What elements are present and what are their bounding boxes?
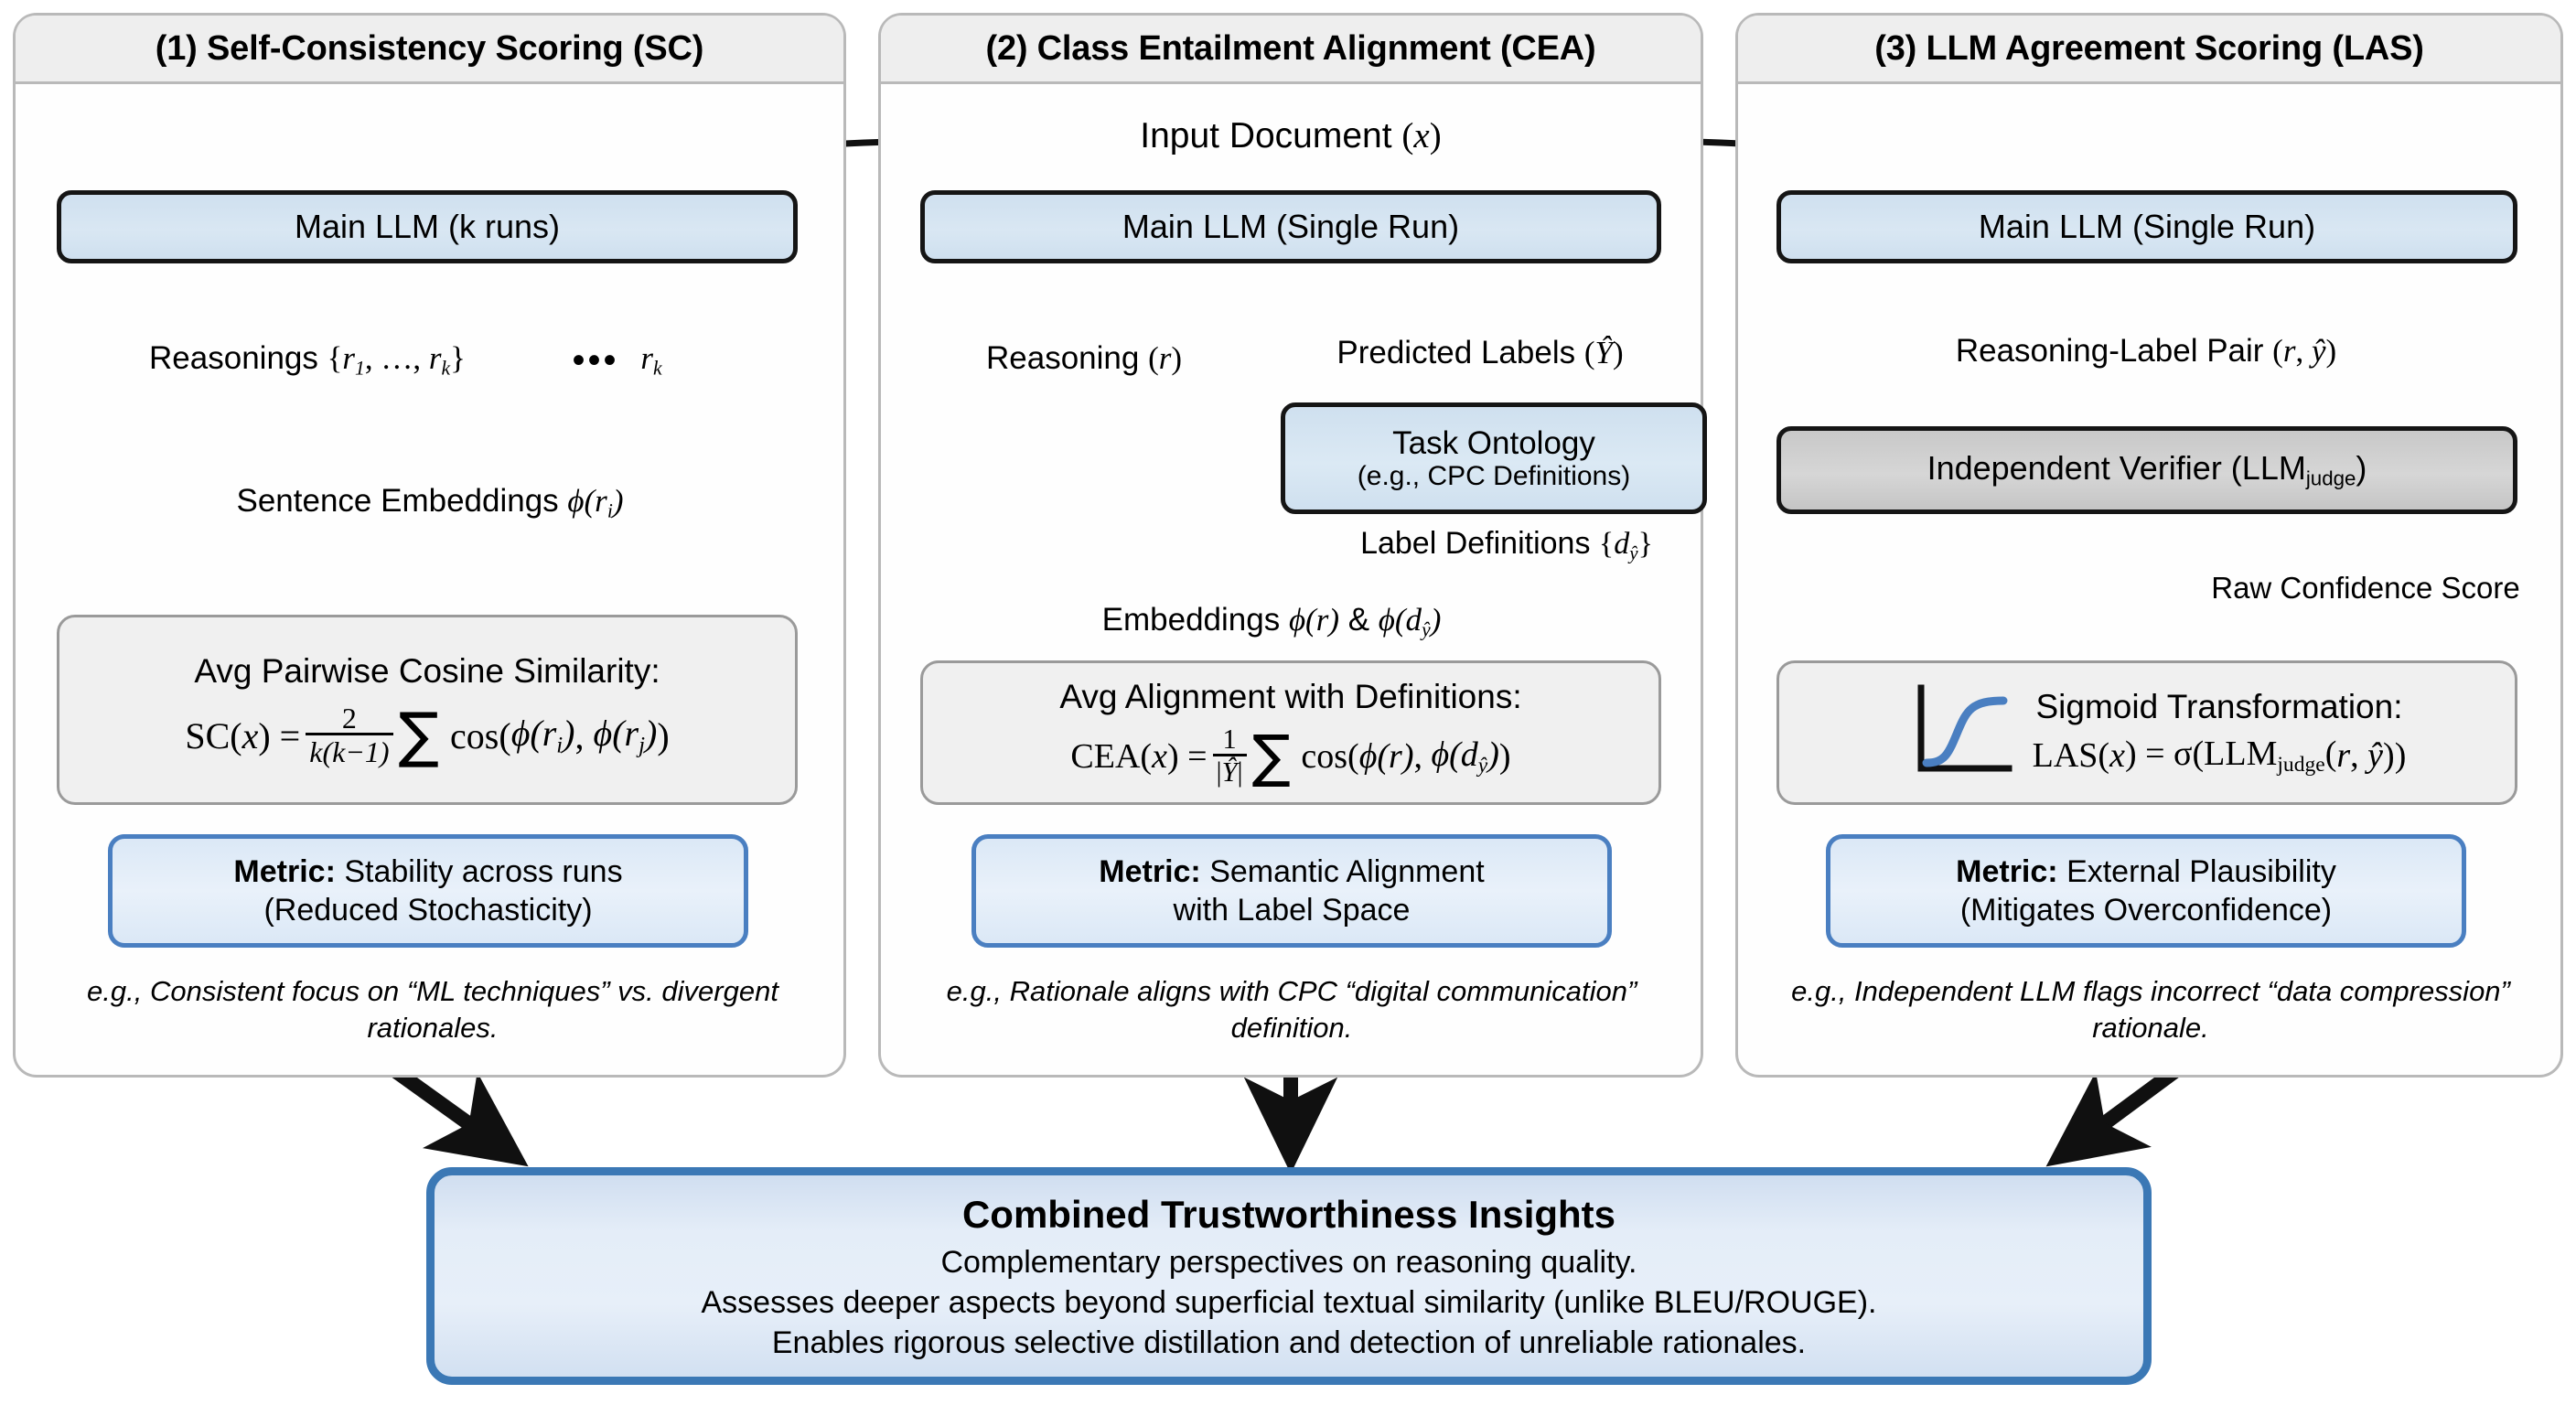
- panel-3-metric-line-1: Metric: External Plausibility: [1956, 853, 2336, 891]
- panel-2-predicted-labels-label: Predicted Labels (Ŷ): [1336, 334, 1624, 370]
- combined-line-3: Enables rigorous selective distillation …: [771, 1325, 1807, 1361]
- panel-1-title: (1) Self-Consistency Scoring (SC): [155, 28, 704, 68]
- panel-3-header: (3) LLM Agreement Scoring (LAS): [1738, 16, 2560, 84]
- panel-1-metric-prefix: Metric:: [233, 853, 336, 889]
- panel-1-metric-text-1: Stability across runs: [344, 853, 623, 889]
- panel-2-metric-text-1: Semantic Alignment: [1209, 853, 1485, 889]
- panel-2-header: (2) Class Entailment Alignment (CEA): [881, 16, 1701, 84]
- panel-1-metric-line-1: Metric: Stability across runs: [233, 853, 622, 891]
- sigmoid-curve-icon: [1908, 681, 2018, 786]
- panel-1-header: (1) Self-Consistency Scoring (SC): [16, 16, 843, 84]
- panel-2-main-llm-box[interactable]: Main LLM (Single Run): [920, 190, 1661, 263]
- panel-2-formula-box: Avg Alignment with Definitions: CEA(x) =…: [920, 660, 1661, 805]
- panel-1-sentence-embeddings-label: Sentence Embeddings ϕ(ri): [236, 483, 624, 522]
- panel-1-main-llm-label: Main LLM (k runs): [294, 208, 561, 245]
- panel-3-main-llm-label: Main LLM (Single Run): [1978, 208, 2316, 245]
- panel-2-reasoning-label: Reasoning (r): [985, 339, 1182, 376]
- panel-1-metric-line-2: (Reduced Stochasticity): [263, 893, 593, 928]
- panel-1-ellipsis: •••: [572, 340, 619, 381]
- panel-3-raw-confidence-label: Raw Confidence Score: [2211, 571, 2520, 606]
- panel-1-example-text: e.g., Consistent focus on “ML techniques…: [87, 974, 778, 1044]
- panel-3-example-text: e.g., Independent LLM flags incorrect “d…: [1791, 974, 2510, 1044]
- panel-3-formula: LAS(x) = σ(LLMjudge(r, ŷ)): [2032, 734, 2407, 778]
- panel-2-ontology-line-1: Task Ontology: [1392, 424, 1595, 461]
- panel-1-reasonings-label: Reasonings {r1, …, rk}: [149, 340, 466, 380]
- panel-3-independent-verifier-box[interactable]: Independent Verifier (LLMjudge): [1776, 426, 2517, 514]
- panel-3-metric-line-2: (Mitigates Overconfidence): [1959, 893, 2333, 928]
- combined-line-1: Complementary perspectives on reasoning …: [940, 1244, 1637, 1280]
- panel-2-title: (2) Class Entailment Alignment (CEA): [985, 28, 1596, 68]
- panel-2-task-ontology-box[interactable]: Task Ontology (e.g., CPC Definitions): [1281, 402, 1707, 514]
- panel-1-metric-box: Metric: Stability across runs (Reduced S…: [108, 834, 748, 948]
- combined-trustworthiness-insights-box: Combined Trustworthiness Insights Comple…: [426, 1167, 2152, 1385]
- panel-1-formula-box: Avg Pairwise Cosine Similarity: SC(x) = …: [57, 615, 798, 805]
- panel-3-metric-box: Metric: External Plausibility (Mitigates…: [1826, 834, 2466, 948]
- panel-3-reasoning-label-pair: Reasoning-Label Pair (r, ŷ): [1955, 332, 2337, 369]
- panel-1-main-llm-box[interactable]: Main LLM (k runs): [57, 190, 798, 263]
- panel-2-formula: CEA(x) = 1|Ŷ| ∑ cos(ϕ(r), ϕ(dŷ)): [1070, 723, 1511, 790]
- panel-3-title: (3) LLM Agreement Scoring (LAS): [1874, 28, 2424, 68]
- panel-2-metric-line-2: with Label Space: [1173, 893, 1411, 928]
- panel-2-metric-line-1: Metric: Semantic Alignment: [1099, 853, 1484, 891]
- panel-2-metric-box: Metric: Semantic Alignment with Label Sp…: [971, 834, 1612, 948]
- panel-3-main-llm-box[interactable]: Main LLM (Single Run): [1776, 190, 2517, 263]
- panel-3-metric-prefix: Metric:: [1956, 853, 2058, 889]
- panel-1-formula-caption: Avg Pairwise Cosine Similarity:: [194, 651, 660, 690]
- combined-title: Combined Trustworthiness Insights: [961, 1192, 1616, 1236]
- panel-2-example-text: e.g., Rationale aligns with CPC “digital…: [946, 974, 1637, 1044]
- combined-line-2: Assesses deeper aspects beyond superfici…: [701, 1284, 1877, 1320]
- panel-3-metric-text-1: External Plausibility: [2066, 853, 2336, 889]
- panel-2-ontology-line-2: (e.g., CPC Definitions): [1357, 460, 1631, 491]
- panel-2-embeddings-label: Embeddings ϕ(r) & ϕ(dŷ): [1101, 602, 1442, 641]
- panel-3-formula-box: Sigmoid Transformation: LAS(x) = σ(LLMju…: [1776, 660, 2517, 805]
- panel-2-formula-caption: Avg Alignment with Definitions:: [1059, 678, 1522, 716]
- panel-2-main-llm-label: Main LLM (Single Run): [1122, 208, 1460, 245]
- input-document-label: Input Document (x): [1140, 115, 1442, 156]
- panel-2-label-definitions-label: Label Definitions {dŷ}: [1360, 526, 1653, 564]
- panel-3-verifier-label: Independent Verifier (LLMjudge): [1927, 449, 2367, 490]
- panel-2-metric-prefix: Metric:: [1099, 853, 1201, 889]
- panel-1-rk-label: rk: [640, 340, 662, 380]
- panel-3-formula-caption: Sigmoid Transformation:: [2035, 687, 2403, 725]
